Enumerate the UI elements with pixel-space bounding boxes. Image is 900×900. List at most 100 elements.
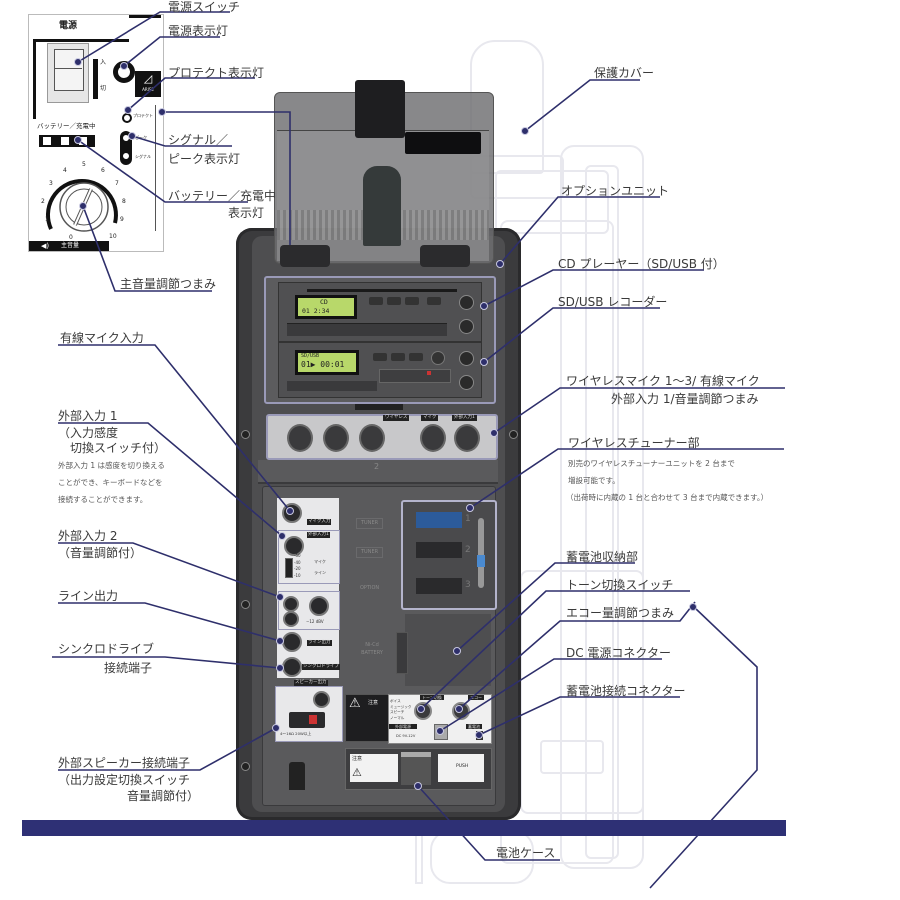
mic-knob[interactable] xyxy=(287,424,313,452)
ghost-outline xyxy=(540,740,604,774)
dc-spec: DC 9V-12V xyxy=(396,734,416,738)
switch-side-bar xyxy=(93,59,98,99)
cd-tone-knob[interactable] xyxy=(459,319,474,334)
battery-case-latch[interactable] xyxy=(401,752,431,785)
mic-knob[interactable] xyxy=(420,424,446,452)
cd-button[interactable] xyxy=(369,297,383,305)
tuner-slot-3 xyxy=(416,578,462,594)
leader-sync-drive xyxy=(52,656,281,669)
panel-number: 2 xyxy=(374,462,380,471)
sens-mark: -50 xyxy=(294,553,301,558)
tuner-antenna xyxy=(478,518,484,588)
peak-mark: ピーク xyxy=(135,135,147,140)
leader-dot xyxy=(74,136,82,144)
brand-text: ARISE xyxy=(142,87,154,92)
leader-ext-in1 xyxy=(58,422,283,537)
ghost-outline xyxy=(560,145,644,869)
leader-echo xyxy=(458,601,696,710)
sd-button[interactable] xyxy=(373,353,387,361)
leader-dot xyxy=(276,637,284,645)
label-ext-in1-2: （入力感度 xyxy=(58,426,119,440)
cover-latch xyxy=(363,166,401,246)
leader-ext-speaker xyxy=(58,727,277,771)
mic-knob[interactable] xyxy=(359,424,385,452)
mic-knob[interactable] xyxy=(323,424,349,452)
cd-button[interactable] xyxy=(427,297,441,305)
cd-button[interactable] xyxy=(387,297,401,305)
protect-mark: プロテクト xyxy=(133,113,153,118)
label-line-out: ライン出力 xyxy=(58,589,119,603)
switch-rocker xyxy=(54,49,84,91)
cd-fader-strip xyxy=(287,323,447,336)
ext-in2-rca[interactable] xyxy=(283,611,299,627)
bay-label: TUNER xyxy=(356,547,384,558)
leader-dot xyxy=(417,705,425,713)
leader-protect-lamp xyxy=(127,77,255,111)
ext-in1-note-2: ことができ、キーボードなどを xyxy=(58,478,163,487)
lever-handle[interactable] xyxy=(289,762,305,790)
out-level: −12 dBV xyxy=(306,619,324,624)
sd-lcd-line2: 01▶ 00:01 xyxy=(301,360,345,369)
dial-arc xyxy=(45,178,118,230)
panel-trace xyxy=(33,39,36,119)
tone-option: ミュージック xyxy=(390,704,412,709)
push-text: PUSH xyxy=(456,764,469,769)
sd-volume-knob[interactable] xyxy=(459,351,474,366)
ext-in2-frame xyxy=(278,591,340,630)
leader-sd xyxy=(483,307,660,363)
leader-cover xyxy=(524,79,640,132)
sd-tone-knob[interactable] xyxy=(459,375,474,390)
dial-tick: 8 xyxy=(122,198,126,205)
leader-tuner xyxy=(469,448,784,509)
leader-battery-connector xyxy=(478,696,680,736)
label-wireless-mic-1: ワイヤレスマイク 1～3/ 有線マイク xyxy=(566,374,760,388)
dial-tick: 9 xyxy=(120,216,124,223)
wireless-tuner-note-2: 増設可能です。 xyxy=(568,476,620,485)
label-master-volume: 主音量調節つまみ xyxy=(120,277,217,291)
label-ext-in2-2: （音量調節付） xyxy=(58,546,143,560)
battery-bay xyxy=(405,614,491,686)
leader-protect-lamp-to-device xyxy=(162,111,291,245)
sd-fader-strip xyxy=(287,381,377,391)
leader-power-switch xyxy=(77,11,230,63)
bay-label: Ni-Cd BATTERY xyxy=(361,642,383,656)
caution-text: 注意 xyxy=(352,756,363,762)
cd-button[interactable] xyxy=(405,297,419,305)
leader-dot xyxy=(475,731,483,739)
label-protective-cover: 保護カバー xyxy=(594,66,655,80)
speaker-volume-knob[interactable] xyxy=(313,691,330,708)
battery-cell xyxy=(79,137,87,145)
jack-tag: ライン出力 xyxy=(307,640,332,646)
ghost-outline xyxy=(585,165,619,859)
leader-wireless-mic xyxy=(493,387,785,434)
leader-dot xyxy=(521,127,529,135)
speaker-terminal-red[interactable] xyxy=(309,715,317,724)
leader-dot xyxy=(455,705,463,713)
power-switch[interactable] xyxy=(47,43,89,103)
tone-options: ボイス ミュージック スピーチ ノーマル xyxy=(390,699,412,721)
sd-button[interactable] xyxy=(409,353,423,361)
mic-knob[interactable] xyxy=(454,424,480,452)
screw-icon xyxy=(509,430,518,439)
switch-rocker-line xyxy=(54,68,82,69)
sd-recorder: SD/USB 01▶ 00:01 xyxy=(278,342,482,398)
sens-mark: -20 xyxy=(294,566,301,571)
sensitivity-switch[interactable] xyxy=(285,558,293,578)
sd-level-meter xyxy=(379,369,451,383)
sd-record-button[interactable] xyxy=(431,351,445,365)
dial-tick: 6 xyxy=(101,167,105,174)
label-battery-lamp-1: バッテリー／充電中 xyxy=(168,189,277,203)
sens-word: ライン xyxy=(314,570,326,575)
ext-in1-jack[interactable] xyxy=(284,536,304,556)
speaker-icon: ◀) xyxy=(41,242,50,250)
leader-dot xyxy=(278,532,286,540)
cd-volume-knob[interactable] xyxy=(459,295,474,310)
label-dc-connector: DC 電源コネクター xyxy=(566,646,671,660)
leader-battery-bay xyxy=(456,562,635,652)
battery-case-push-label: PUSH xyxy=(438,754,484,782)
battery-cell xyxy=(61,137,69,145)
cd-lcd-line1: CD xyxy=(320,298,328,306)
bay-label: TUNER xyxy=(356,518,384,529)
ext-in2-volume-knob[interactable] xyxy=(309,596,329,616)
sd-button[interactable] xyxy=(391,353,405,361)
